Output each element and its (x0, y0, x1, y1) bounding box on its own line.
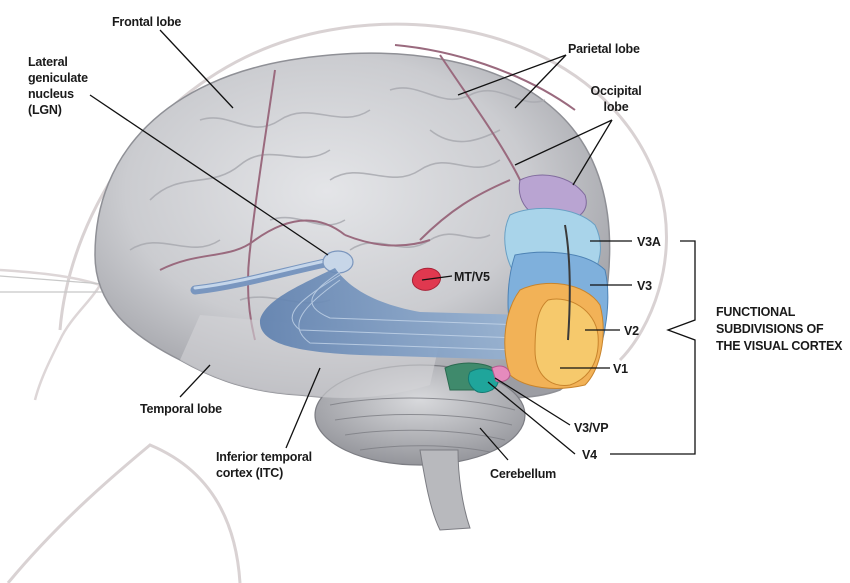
v2-label: V2 (624, 324, 639, 338)
functional-subdivisions-line2: SUBDIVISIONS OF (716, 322, 824, 336)
v3-vp-label: V3/VP (574, 421, 608, 435)
cerebellum-folia (329, 397, 516, 453)
face-profile (0, 268, 102, 401)
v1-area (534, 298, 599, 386)
optic-nerve (190, 257, 335, 295)
v4-label: V4 (582, 448, 597, 462)
lgn-label-line4: (LGN) (28, 103, 62, 117)
lgn-label-line3: nucleus (28, 87, 74, 101)
optic-radiation (259, 268, 525, 360)
v3a-label: V3A (637, 235, 661, 249)
brainstem (419, 449, 471, 531)
functional-subdivisions-line1: FUNCTIONAL (716, 305, 796, 319)
itc-label-line2: cortex (ITC) (216, 466, 283, 480)
calcarine-sulcus (564, 224, 571, 341)
functional-subdivisions-line3: THE VISUAL CORTEX (716, 339, 843, 353)
v1-label: V1 (613, 362, 628, 376)
leader-lines (89, 29, 696, 461)
v3-label: V3 (637, 279, 652, 293)
optic-radiation-fibers (291, 271, 523, 351)
v4-area (467, 368, 499, 393)
occipital-lobe-label-line2: lobe (604, 100, 629, 114)
occipital-lobe-label-line1: Occipital (591, 84, 642, 98)
temporal-lobe-label: Temporal lobe (140, 402, 222, 416)
lgn-label-line2: geniculate (28, 71, 88, 85)
optic-nerve-highlight (193, 258, 332, 290)
frontal-lobe-label: Frontal lobe (112, 15, 181, 29)
mt-v5-label: MT/V5 (454, 270, 490, 284)
parietal-lobe-label: Parietal lobe (568, 42, 640, 56)
itc-label-line1: Inferior temporal (216, 450, 312, 464)
lgn-label-line1: Lateral (28, 55, 68, 69)
cerebellum-label: Cerebellum (490, 467, 556, 481)
